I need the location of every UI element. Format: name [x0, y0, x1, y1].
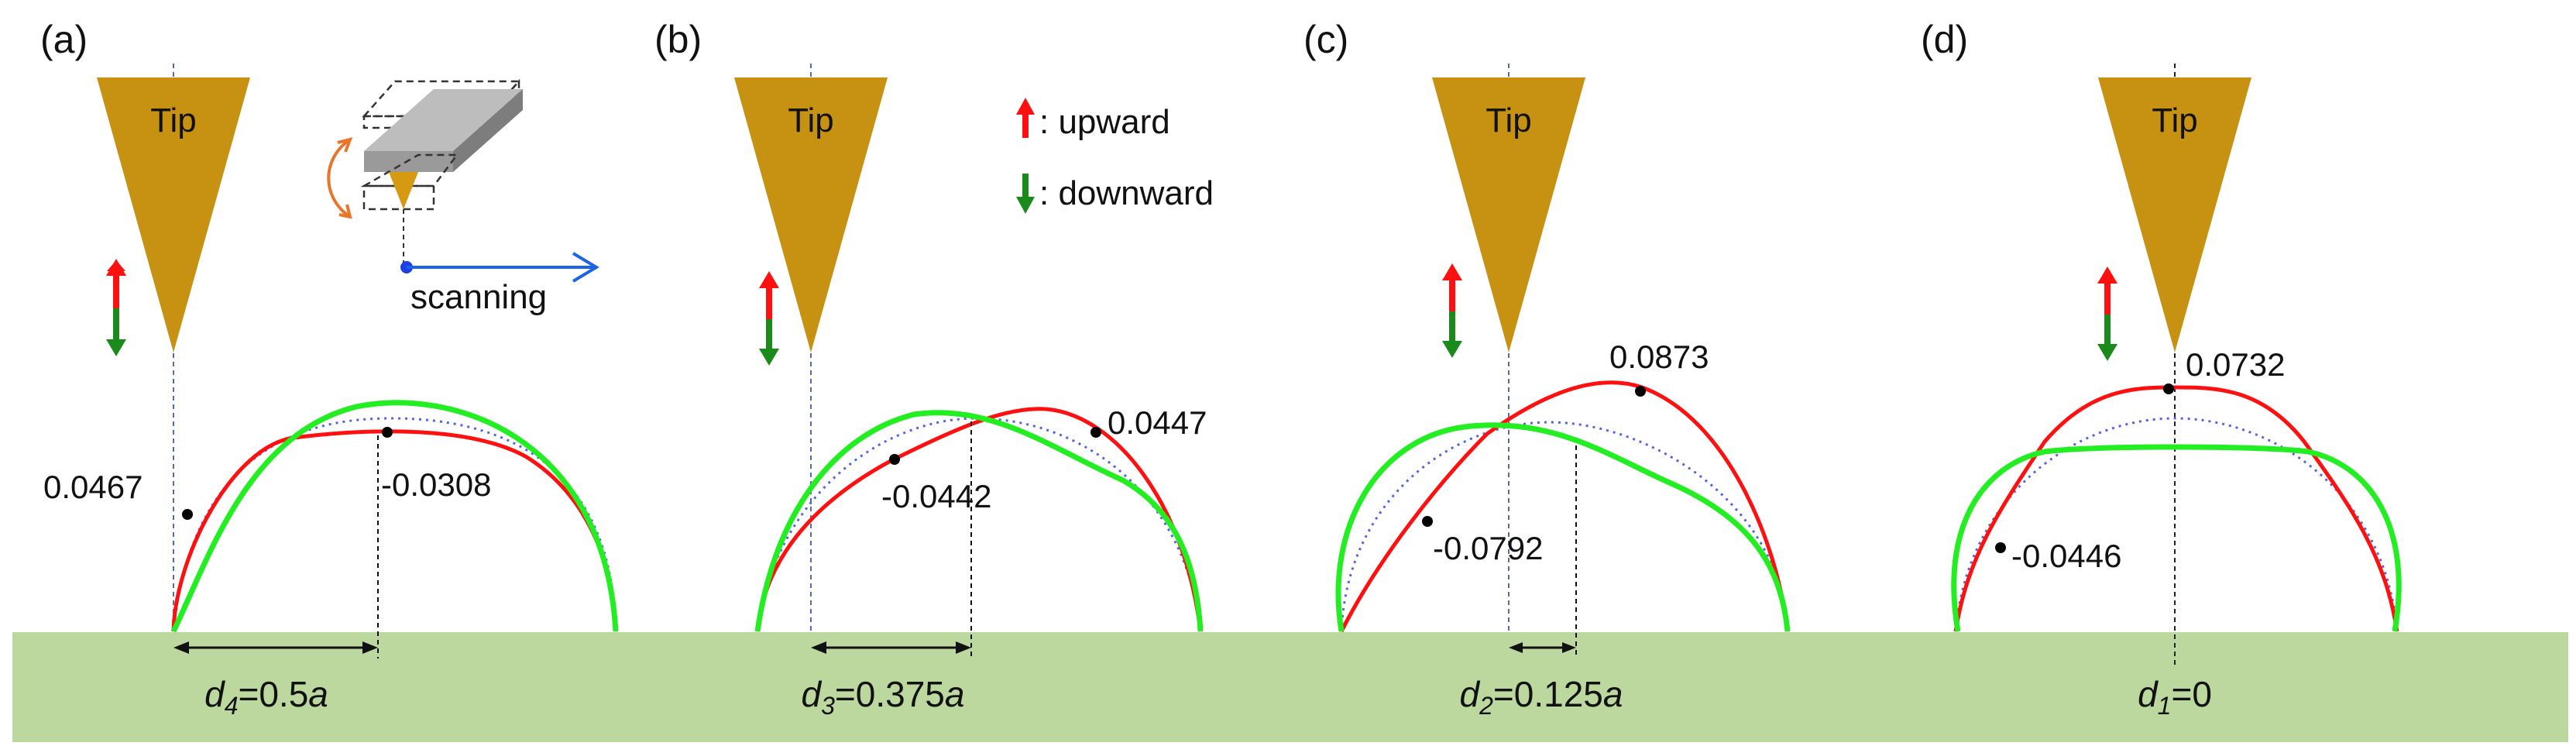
down-arrow-icon: [766, 319, 772, 349]
panel-label: (c): [1303, 18, 1348, 61]
panel-label: (d): [1921, 18, 1968, 61]
upward-mode-curve: [1953, 385, 2399, 632]
tip-label: Tip: [150, 101, 197, 139]
vibration-arrows: [759, 271, 779, 366]
value-label: 0.0447: [1108, 404, 1207, 441]
data-point: [889, 454, 900, 465]
cantilever-inset: scanning: [327, 78, 599, 316]
tip-label: Tip: [1485, 101, 1532, 139]
substrate: [12, 632, 2568, 742]
legend-upward-label: : upward: [1039, 103, 1170, 141]
value-label: -0.0792: [1433, 530, 1543, 566]
distance-label: d2=0.125a: [1460, 674, 1623, 720]
distance-dimension: [173, 641, 378, 654]
panel-a: (a) Tip 0.0467 -0.0308 d4=0.5a: [40, 18, 619, 720]
value-label: -0.0442: [881, 478, 991, 514]
cantilever-body: [364, 89, 523, 151]
value-label: 0.0467: [43, 469, 143, 505]
value-label: 0.0873: [1609, 339, 1709, 375]
value-label: -0.0308: [381, 466, 491, 503]
legend-up-arrow-icon: [1016, 98, 1035, 115]
up-arrow-icon: [759, 271, 779, 288]
tip-label: Tip: [788, 101, 834, 139]
distance-label: d1=0: [2138, 674, 2212, 720]
downward-mode-curve: [1951, 444, 2402, 632]
tip-label: Tip: [2152, 101, 2198, 139]
data-point: [1995, 542, 2006, 553]
data-point: [1635, 386, 1646, 397]
distance-label: d3=0.375a: [802, 674, 965, 720]
distance-label: d4=0.5a: [204, 674, 328, 720]
data-point: [1422, 516, 1433, 527]
data-point: [2163, 383, 2174, 394]
downward-mode-curve: [754, 410, 1204, 632]
legend: : upward : downward: [1016, 98, 1214, 214]
afm-tip: [1432, 77, 1585, 352]
oscillation-arrow-icon: [327, 138, 352, 218]
panel-label: (a): [40, 18, 88, 61]
afm-tip: [2098, 77, 2251, 352]
up-arrow-icon: [1442, 263, 1462, 280]
data-point: [382, 427, 393, 438]
panel-d: (d) Tip 0.0732 -0.0446 d1=0: [1921, 18, 2402, 720]
distance-dimension: [811, 641, 971, 654]
legend-downward-label: : downward: [1039, 174, 1214, 212]
up-arrow-icon: [2097, 266, 2117, 284]
dotted-reference-curve: [756, 417, 1202, 632]
downward-mode-curve: [1335, 422, 1791, 632]
dotted-reference-curve: [172, 417, 617, 632]
vibration-arrows: [106, 259, 126, 356]
scanning-label: scanning: [410, 278, 547, 316]
down-arrow-icon: [1449, 311, 1455, 341]
vibration-arrows: [1442, 263, 1462, 358]
dotted-reference-curve: [1340, 421, 1789, 632]
dotted-reference-curve: [1954, 417, 2399, 632]
down-arrow-icon: [2104, 315, 2111, 344]
vibration-arrows: [2097, 266, 2117, 361]
value-label: -0.0446: [2011, 538, 2121, 574]
data-point: [1091, 427, 1101, 438]
panel-b: (b) Tip : upward : downward 0.0447 -0.04…: [654, 18, 1214, 720]
data-point: [182, 509, 193, 520]
value-label: 0.0732: [2186, 346, 2285, 383]
upward-mode-curve: [755, 407, 1203, 632]
downward-mode-curve: [170, 400, 619, 633]
afm-tip: [97, 77, 250, 352]
legend-down-arrow-icon: [1022, 174, 1029, 197]
down-arrow-icon: [113, 308, 119, 339]
cantilever-tip: [389, 172, 418, 209]
panel-c: (c) Tip 0.0873 -0.0792 d2=0.125a: [1303, 18, 1791, 720]
distance-dimension: [1509, 642, 1576, 653]
upward-mode-curve: [1339, 380, 1790, 633]
afm-tip: [734, 77, 888, 352]
panel-label: (b): [654, 18, 702, 61]
